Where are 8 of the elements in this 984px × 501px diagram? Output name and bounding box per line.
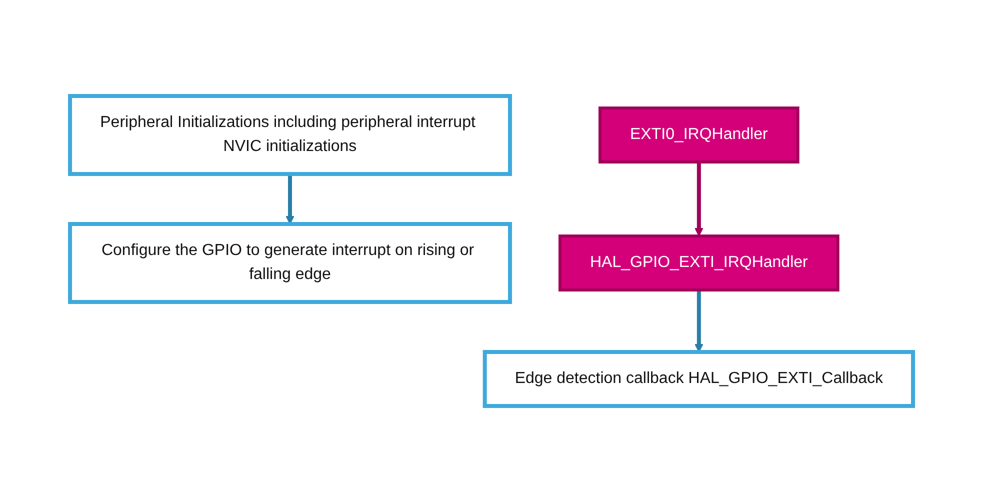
node-box: EXTI0_IRQHandler bbox=[599, 106, 800, 163]
node-box: Edge detection callback HAL_GPIO_EXTI_Callback bbox=[483, 349, 916, 408]
arrow bbox=[286, 174, 295, 224]
arrow bbox=[695, 162, 704, 236]
arrow bbox=[695, 290, 704, 352]
node-box: Configure the GPIO to generate interrupt on rising or falling edge bbox=[68, 222, 512, 304]
node-box: HAL_GPIO_EXTI_IRQHandler bbox=[558, 234, 840, 291]
node-box: Peripheral Initializations including peripheral interrupt NVIC initializations bbox=[68, 94, 512, 176]
